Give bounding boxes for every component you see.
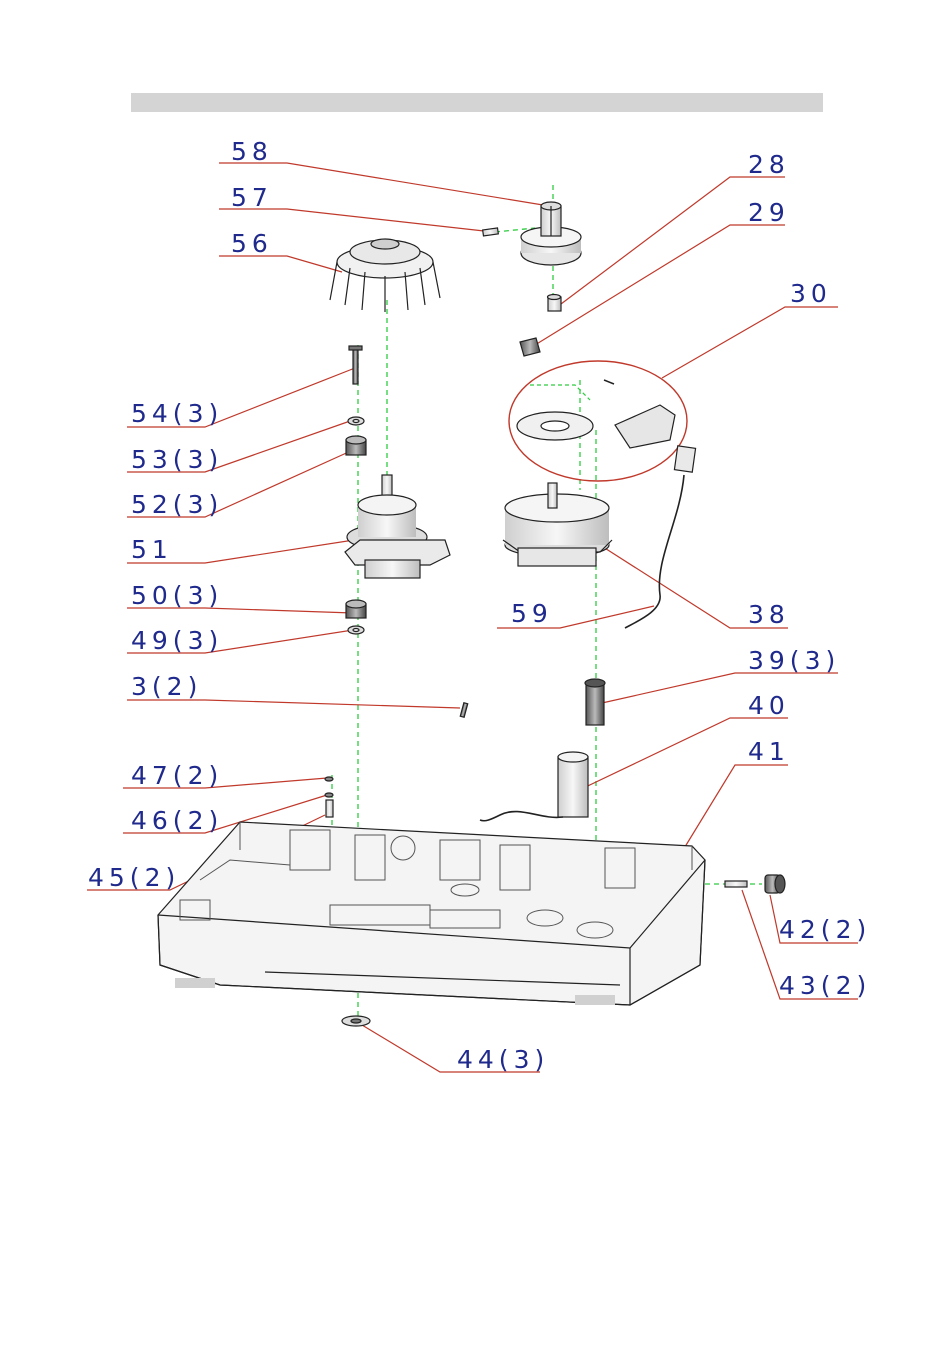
screw-57-part [483,228,499,236]
grommet-39-part [585,679,605,725]
callout-47: 47(2) [131,761,223,790]
leader-39 [602,673,838,703]
callout-59: 59 [511,599,553,628]
callout-58: 58 [231,137,273,166]
fan-impeller-part [330,239,440,312]
capacitor-40-part [480,752,588,821]
knob-cap-part [521,202,581,265]
callout-46: 46(2) [131,806,223,835]
callout-42: 42(2) [779,915,871,944]
callout-49: 49(3) [131,626,223,655]
callout-29: 29 [748,198,790,227]
callout-40: 40 [748,691,790,720]
screw-54-part [349,346,362,384]
motor-51-part [345,475,450,578]
leader-30 [662,307,838,378]
callout-50: 50(3) [131,581,223,610]
callout-53: 53(3) [131,445,223,474]
bushing-28-part [548,295,562,312]
leader-41 [680,765,788,855]
rubber-bush-52-part [346,436,366,455]
pin-45-part [326,800,333,817]
callout-57: 57 [231,183,273,212]
pin-47-part [325,777,333,781]
switch-assembly-circle [509,361,687,481]
foot-44-part [342,1016,370,1026]
parts [158,202,785,1026]
callout-52: 52(3) [131,490,223,519]
callout-30: 30 [790,279,832,308]
callout-39: 39(3) [748,646,840,675]
wire-lead-59-part [625,475,684,628]
rubber-bush-50-part [346,600,366,618]
callout-54: 54(3) [131,399,223,428]
washer-53-part [348,417,364,425]
callout-38: 38 [748,600,790,629]
callout-28: 28 [748,150,790,179]
leader-56 [219,256,342,272]
callout-45: 45(2) [88,863,180,892]
terminal-block-part [674,446,695,472]
pin-43-part [725,881,747,887]
callout-51: 51 [131,535,173,564]
callout-43: 43(2) [779,971,871,1000]
leader-28 [557,177,785,307]
pin-46-part [325,793,333,797]
screw-3-part [460,703,467,718]
callout-44: 44(3) [457,1045,549,1074]
leader-3 [127,700,460,708]
callout-3: 3(2) [131,672,202,701]
clip-29-part [520,338,540,356]
washer-49-part [348,626,364,634]
callout-56: 56 [231,229,273,258]
callout-41: 41 [748,737,790,766]
base-housing-41-part [158,822,705,1005]
foot-42-part [765,875,785,893]
